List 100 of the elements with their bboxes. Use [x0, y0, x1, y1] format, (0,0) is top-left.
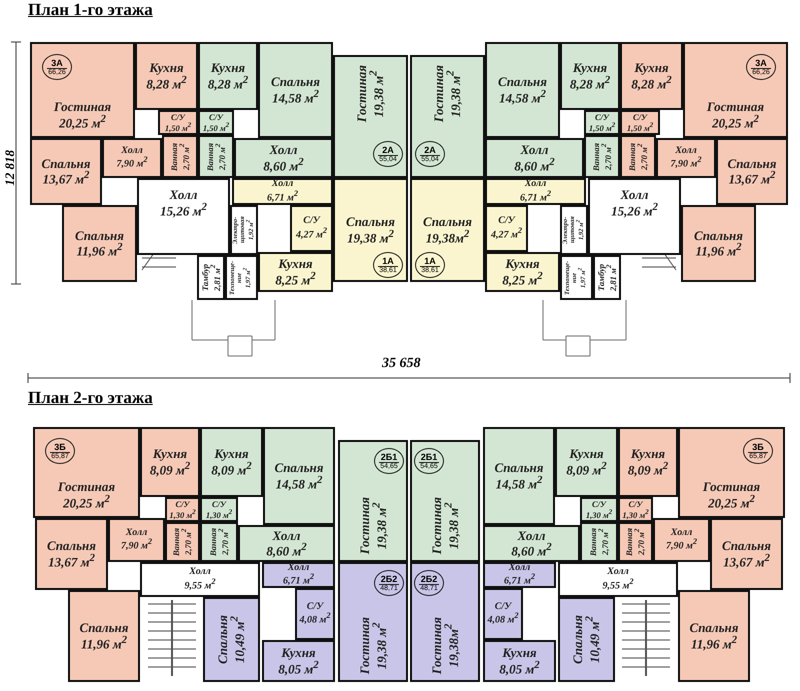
apartment-number: 2А [382, 146, 394, 154]
room-name: Гостиная [430, 496, 444, 554]
room-name: Гостиная [355, 65, 369, 122]
room-name: Гостиная [58, 480, 116, 494]
room [198, 42, 258, 110]
room [483, 562, 556, 588]
room-area-label: 1,30 м$^{2}$ [169, 508, 196, 520]
room-name: Спальня [571, 615, 585, 664]
room-name: Холл [270, 143, 298, 157]
room-area-label: 14,58 м$^{2}$ [499, 88, 546, 105]
room [162, 135, 198, 178]
room-name: Ванная [170, 142, 179, 170]
room [225, 255, 258, 300]
room-name: Спальня [47, 539, 96, 553]
room-area-label: 8,09 м$^{2}$ [211, 460, 252, 477]
room-area-label: 6,71 м$^{2}$ [266, 190, 298, 204]
room-name: Спальня [216, 615, 230, 664]
room-name: Кухня [572, 61, 608, 75]
room-name: Тамбур [596, 264, 606, 291]
room-name: Холл [126, 528, 148, 538]
apartment-badge [45, 438, 75, 464]
room-area-label: 6,71 м$^{2}$ [520, 190, 552, 204]
room-name: Спальня [271, 75, 320, 89]
room-name: Ванная [208, 528, 218, 556]
room [135, 42, 198, 110]
room [483, 525, 580, 562]
apartment-number: 3Б [752, 442, 764, 452]
room-area-label: 20,25 м$^{2}$ [708, 494, 755, 510]
room-name: Спальня [80, 621, 128, 635]
room-area-label: 1,50 м$^{2}$ [202, 122, 230, 132]
room-name: Спальня [42, 156, 90, 170]
room [485, 252, 560, 292]
room-area-label: 8,09 м$^{2}$ [150, 460, 190, 477]
apartment-number: 2А [424, 146, 436, 154]
room-name: С/У [212, 500, 226, 509]
room [555, 427, 618, 497]
room-area-label: 11,96 м$^{2}$ [76, 242, 123, 258]
room-area-label: 6,71 м$^{2}$ [504, 573, 536, 588]
room-name: Кухня [634, 61, 669, 75]
apartment-number: 3А [51, 58, 63, 68]
room-name: Гостиная [706, 100, 764, 114]
room-area-label: 7,90 м$^{2}$ [116, 156, 148, 170]
room-area-label: 8,60 м$^{2}$ [266, 542, 307, 558]
room [230, 205, 258, 255]
room [410, 562, 480, 682]
room [35, 518, 108, 590]
room-area-label: 1,50 м$^{2}$ [164, 122, 192, 132]
room-name: С/У [494, 602, 512, 612]
room-area-label: 1,30 м$^{2}$ [622, 508, 649, 520]
room [30, 42, 135, 138]
room-area-label: 8,28 м$^{2}$ [631, 74, 672, 91]
plan-heading: План 1-го этажа [28, 0, 153, 20]
apartment-number: 3Б [54, 442, 66, 452]
room-name: Кухня [569, 447, 604, 461]
room-area-label: 6,71 м$^{2}$ [282, 573, 314, 588]
room [165, 497, 200, 522]
room [560, 255, 593, 300]
room-area-label: 8,25 м$^{2}$ [502, 270, 543, 287]
room-name: Ванная [206, 142, 215, 170]
room [200, 427, 263, 497]
room [620, 42, 683, 110]
room [30, 138, 102, 205]
room [200, 522, 238, 562]
room [203, 597, 260, 682]
room [410, 440, 480, 562]
room [158, 110, 198, 135]
room-area-label: 7,90 м$^{2}$ [666, 538, 698, 552]
room-name: Спальня [494, 461, 544, 475]
room-name: Ванная [588, 528, 598, 556]
room-area-label: 4,08 м$^{2}$ [487, 612, 519, 626]
room [140, 427, 200, 497]
room [263, 427, 335, 525]
room-area-label: 13,67 м$^{2}$ [723, 552, 770, 569]
room-name: Кухня [505, 257, 540, 271]
room-name: С/У [303, 216, 320, 227]
room-name: Гостиная [358, 496, 372, 554]
room [618, 522, 653, 562]
room-name: С/У [498, 216, 515, 227]
room-name: Кухня [502, 646, 537, 660]
room-area-label: 9,55 м$^{2}$ [602, 578, 634, 592]
room [262, 640, 335, 682]
room-name: С/У [633, 112, 647, 122]
room-area-label: 20,25 м$^{2}$ [712, 114, 759, 130]
room-area-label: 8,60 м$^{2}$ [511, 542, 552, 558]
apartment-number: 1А [424, 256, 436, 266]
room-area-label: 19,38 м$^{2}$ [347, 228, 394, 245]
room-area-label: 1,50 м$^{2}$ [588, 122, 616, 132]
room-area-label: 8,28 м$^{2}$ [570, 74, 610, 91]
room-name: Кухня [210, 61, 246, 75]
room-name: Спальня [423, 215, 472, 229]
room [588, 178, 681, 255]
room-name: С/У [592, 500, 606, 509]
room-name: Холл [272, 179, 294, 190]
room [62, 205, 137, 282]
room-name: Холл [189, 567, 211, 578]
room [234, 138, 333, 178]
room [678, 427, 785, 518]
apartment-badge [374, 570, 404, 596]
room [618, 497, 653, 522]
room [584, 110, 620, 135]
